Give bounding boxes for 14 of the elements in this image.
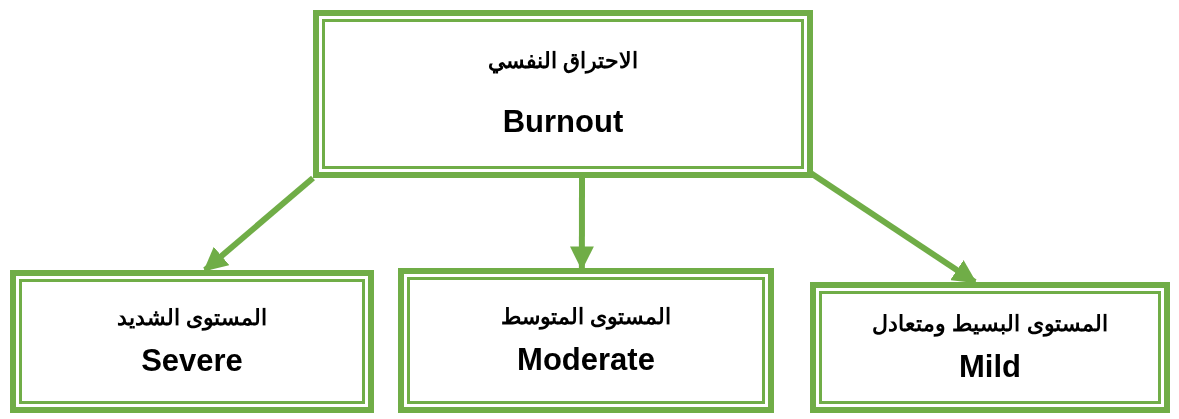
process-box [10, 270, 374, 413]
box-label: المستوى البسيط ومتعادل [872, 310, 1108, 337]
box-label: الاحتراق النفسي [487, 48, 639, 74]
box-label: Severe [141, 342, 243, 379]
box-label: المستوى المتوسط [500, 303, 672, 330]
process-box [398, 268, 774, 413]
box-label: Burnout [502, 104, 624, 140]
arrow [203, 175, 315, 273]
process-box [313, 10, 813, 178]
arrow [569, 178, 594, 271]
process-box [810, 282, 1170, 413]
box-label: المستوى الشديد [116, 304, 268, 331]
box-label: Moderate [517, 341, 655, 378]
box-label: Mild [959, 348, 1021, 385]
